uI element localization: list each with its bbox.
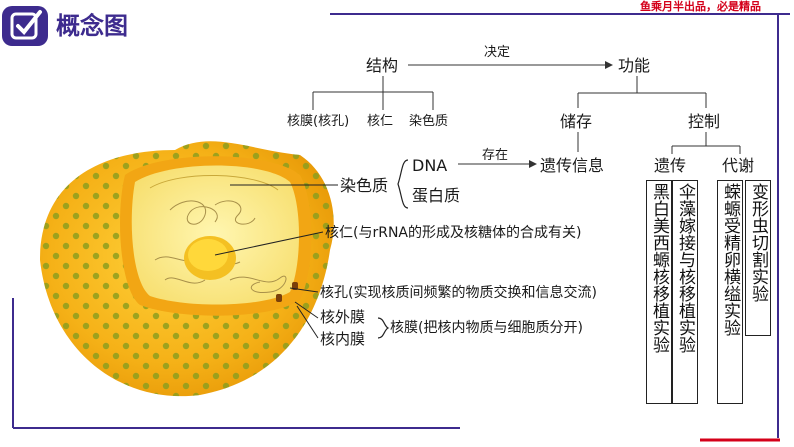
label-inner-membrane: 核内膜 (320, 330, 366, 348)
node-heredity: 遗传 (654, 156, 687, 175)
experiment-box-2: 伞藻嫁接与核移植实验 (672, 180, 698, 404)
chromatin-brace (397, 159, 409, 209)
node-genetic-info: 遗传信息 (540, 156, 605, 175)
edge-exists-in: 存在 (482, 148, 509, 163)
experiment-box-1: 黑白美西螈核移植实验 (646, 180, 672, 404)
node-metabolism: 代谢 (722, 156, 755, 175)
label-envelope: 核膜(把核内物质与细胞质分开) (390, 320, 583, 336)
node-function: 功能 (618, 56, 651, 75)
edge-decides: 决定 (484, 45, 511, 60)
label-pore: 核孔(实现核质间频繁的物质交换和信息交流) (320, 285, 597, 301)
label-outer-membrane: 核外膜 (320, 308, 366, 326)
slogan-text: 鱼乘月半出品，必是精品 (640, 0, 761, 13)
node-chromatin: 染色质 (409, 114, 449, 129)
node-storage: 储存 (560, 112, 593, 131)
envelope-brace (377, 317, 390, 339)
leader-lines (214, 184, 338, 339)
node-membrane-pore: 核膜(核孔) (287, 114, 350, 129)
node-control: 控制 (688, 112, 721, 131)
experiment-box-4: 变形虫切割实验 (745, 180, 771, 336)
experiment-box-3: 蝾螈受精卵横缢实验 (717, 180, 743, 404)
label-nucleolus: 核仁(与rRNA的形成及核糖体的合成有关) (325, 225, 582, 241)
node-protein: 蛋白质 (412, 186, 461, 205)
node-nucleolus: 核仁 (367, 114, 394, 129)
nucleus-cutaway (120, 156, 312, 316)
node-structure: 结构 (366, 56, 399, 75)
page-title: 概念图 (56, 12, 128, 40)
label-chromatin: 染色质 (340, 176, 389, 195)
nucleolus-shape (184, 236, 236, 280)
node-dna: DNA (412, 156, 448, 175)
checkbox-icon (10, 10, 42, 40)
